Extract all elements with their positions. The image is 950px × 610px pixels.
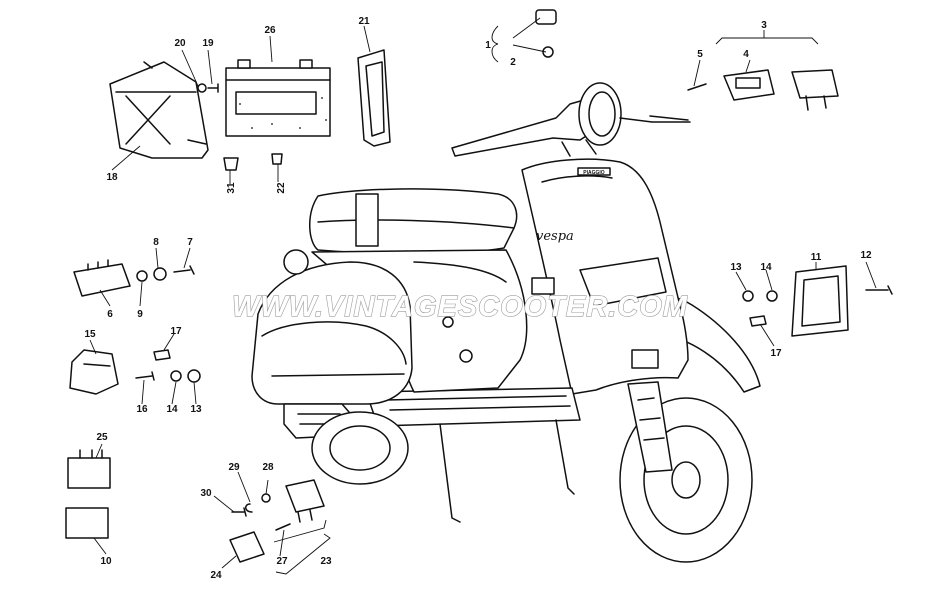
callout-13a: 13 [730,262,742,273]
callout-6: 6 [107,309,113,320]
battery [225,67,331,137]
parts-layer [65,9,893,563]
bulb-icon [153,349,171,361]
callout-14b: 14 [166,404,178,415]
condenser-box [65,507,109,539]
screw-icon [231,507,247,517]
callout-24: 24 [210,570,222,581]
bulb-icon [542,46,554,58]
callout-21: 21 [358,16,370,27]
light-switch [723,69,775,101]
callout-17a: 17 [170,326,182,337]
vespa-script: vespa [536,229,574,244]
callout-19: 19 [202,38,214,49]
nut-icon [197,83,207,93]
callout-26: 26 [264,25,276,36]
callout-30: 30 [200,488,212,499]
clip-icon [245,503,253,513]
leader-lines [89,17,877,575]
washer-icon [170,370,182,382]
callout-25: 25 [96,432,108,443]
callout-15: 15 [84,329,96,340]
callout-16: 16 [136,404,148,415]
tail-lamp [69,349,119,395]
callout-13b: 13 [190,404,202,415]
washer-icon [766,290,778,302]
callout-8: 8 [153,237,159,248]
callout-9: 9 [137,309,143,320]
spring-washer-icon [261,493,271,503]
scooter-illustration: PIAGGIO vespa [251,82,761,563]
bulb-icon [749,315,767,327]
callout-labels: 1 2 3 4 5 6 7 8 9 10 11 12 13 13 14 14 1… [84,16,872,581]
screw-icon [207,83,219,93]
callout-11: 11 [811,252,822,263]
nut-icon [153,267,167,281]
screw-icon [135,371,155,381]
nut-icon [742,290,754,302]
callout-17b: 17 [770,348,782,359]
bulb-holder [535,9,557,25]
contact-plate [229,531,265,563]
callout-2: 2 [510,57,516,68]
callout-18: 18 [106,172,118,183]
callout-10: 10 [100,556,112,567]
callout-23: 23 [320,556,332,567]
rear-wheel [311,411,409,485]
callout-22: 22 [276,182,287,194]
center-stand [439,419,575,523]
callout-5: 5 [697,49,703,60]
side-panel [251,261,413,405]
rear-reflector [791,265,849,337]
callout-14a: 14 [760,262,772,273]
callout-4: 4 [743,49,749,60]
nut-icon [187,369,201,383]
legshield [521,158,689,395]
brake-lever [619,115,691,123]
pin-icon [275,523,291,531]
callout-1: 1 [485,40,491,51]
relay-box [67,457,111,489]
screw-icon [865,285,893,295]
callout-31: 31 [226,182,237,194]
callout-12: 12 [860,250,872,261]
piaggio-badge: PIAGGIO [583,170,605,176]
callout-7: 7 [187,237,193,248]
callout-29: 29 [228,462,240,473]
callout-20: 20 [174,38,186,49]
callout-27: 27 [276,556,288,567]
callout-3: 3 [761,20,767,31]
voltage-regulator [73,263,131,297]
screw-icon [687,83,707,91]
screw-icon [173,265,195,275]
washer-icon [136,270,148,282]
horn-switch [791,69,839,99]
callout-28: 28 [262,462,274,473]
vent-cap-icon [223,157,239,171]
ignition-switch [285,479,325,513]
terminal-cap-icon [271,153,283,165]
watermark: WWW.VINTAGESCOOTER.COM [232,291,688,323]
